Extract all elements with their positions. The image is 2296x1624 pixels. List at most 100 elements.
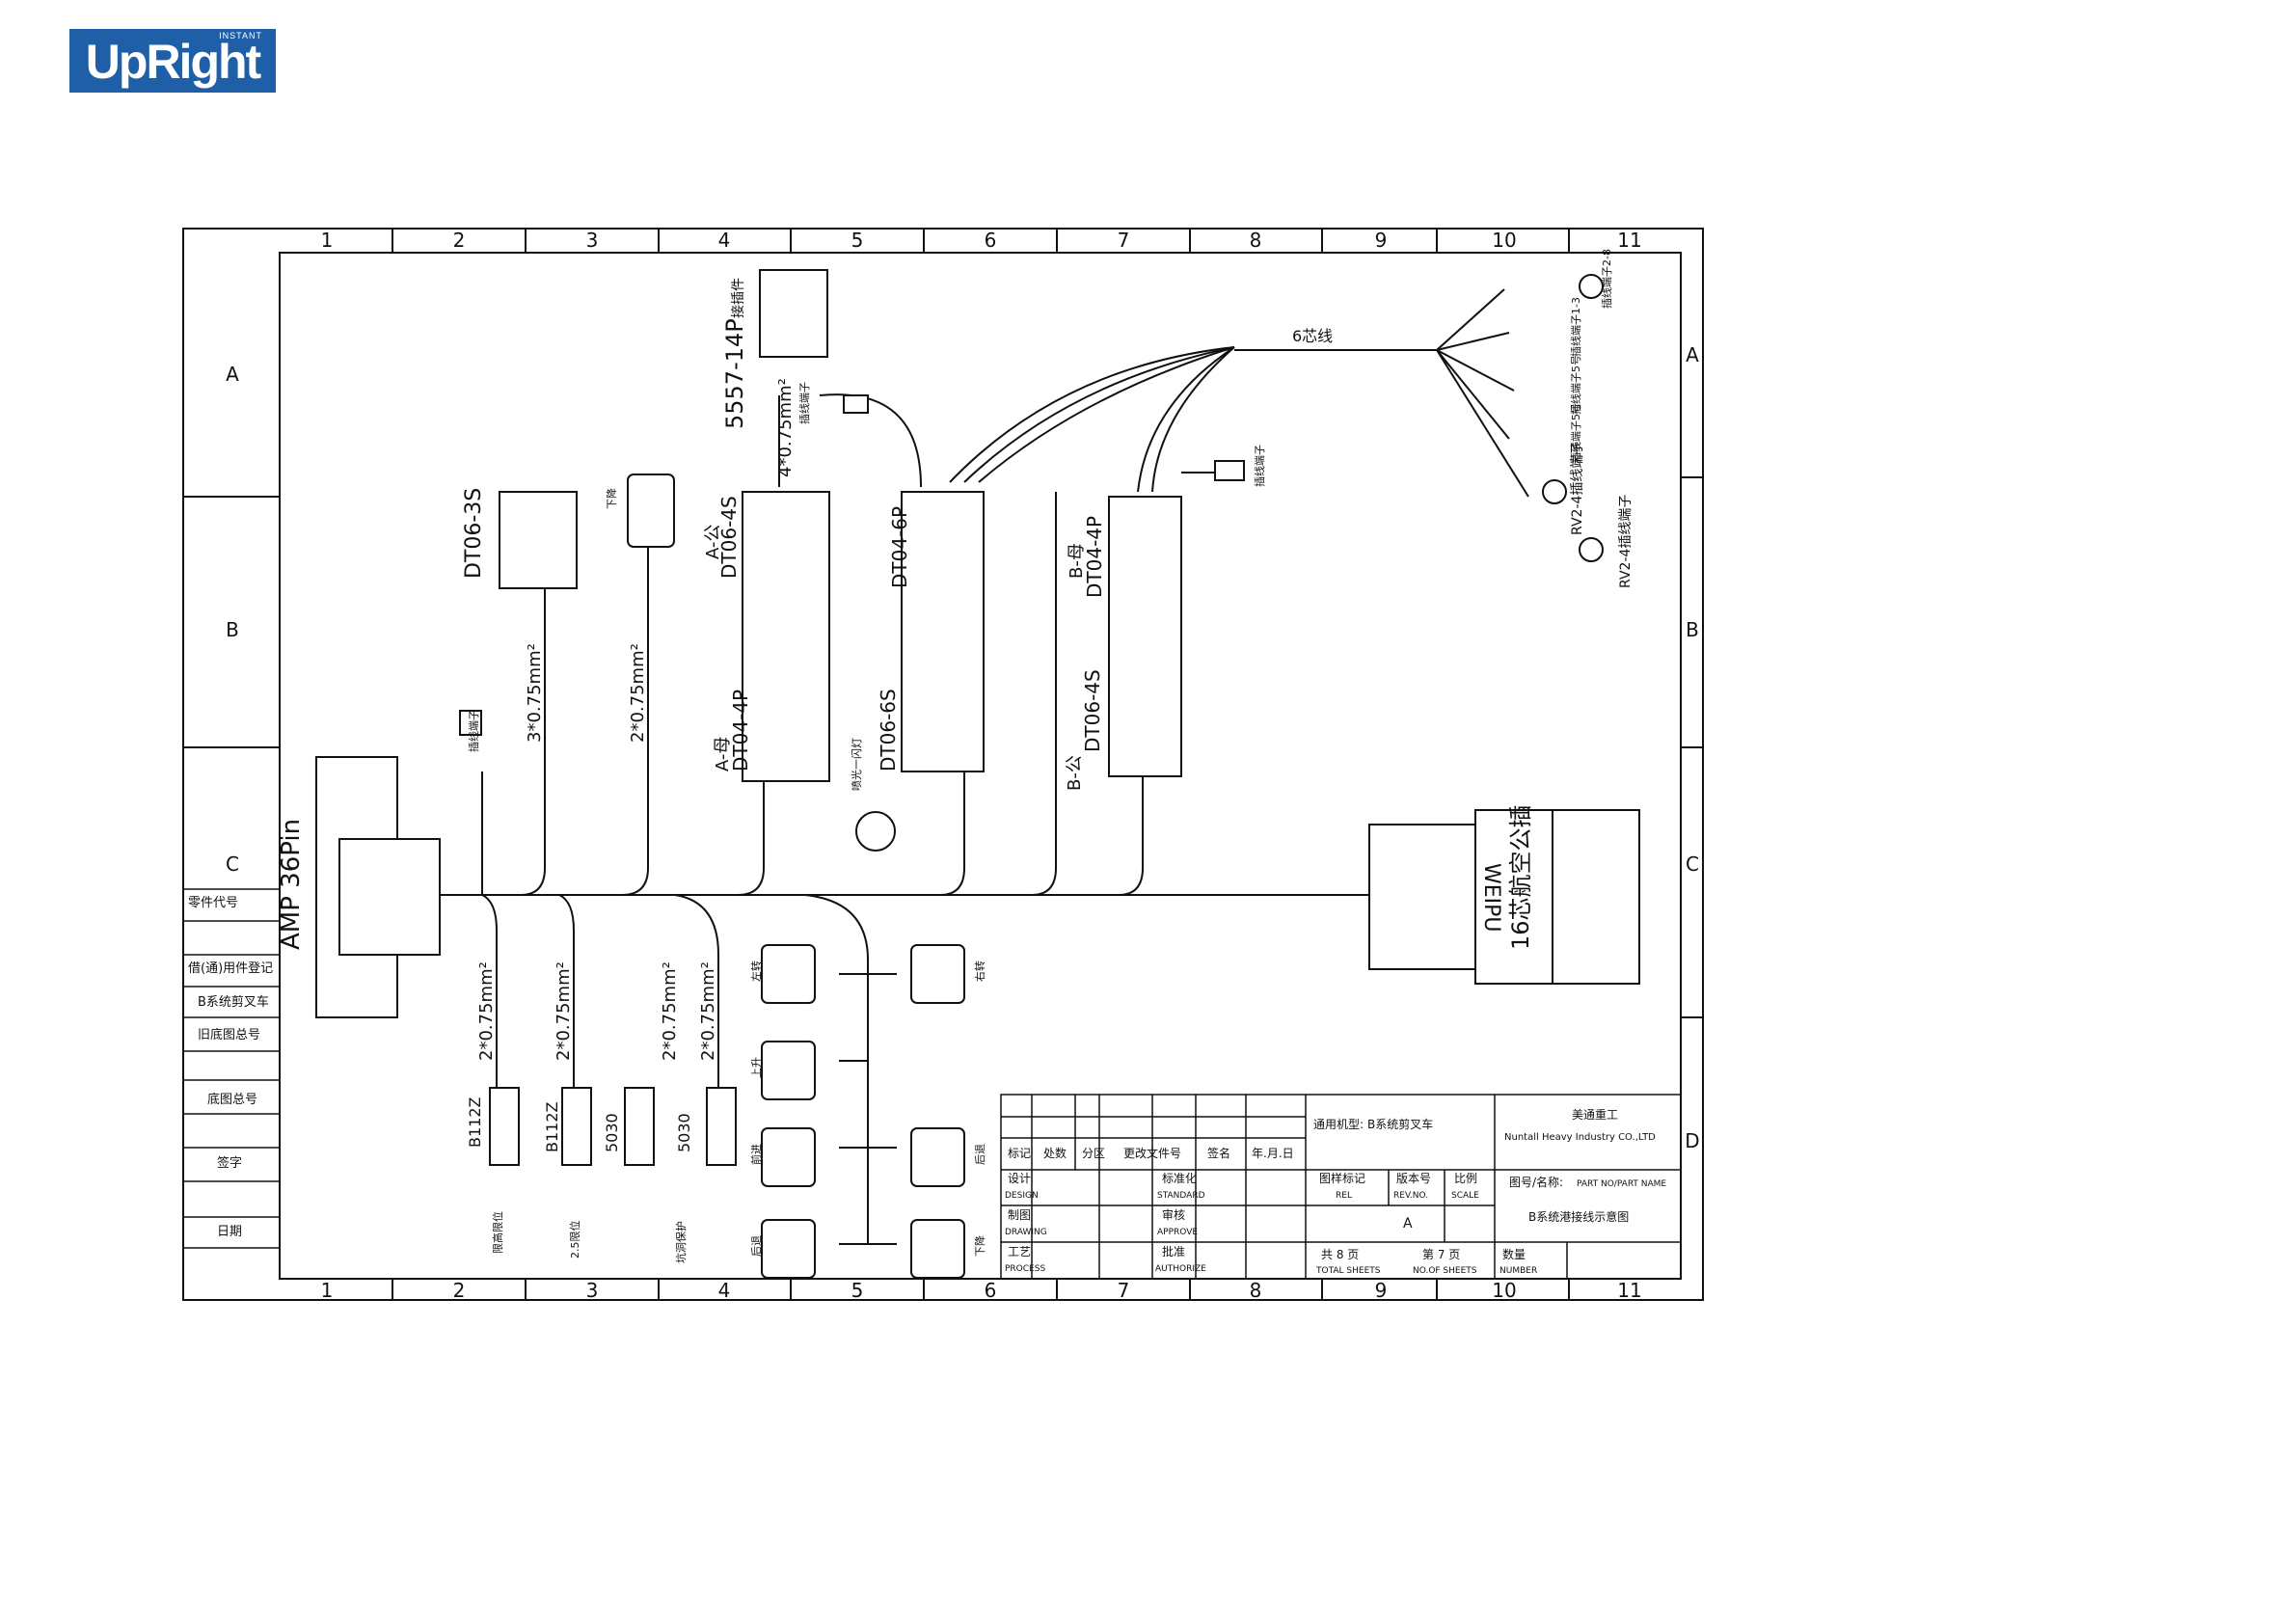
dt04-4p-b-label: DT04-4P	[1083, 516, 1106, 598]
connectors	[315, 269, 1640, 1279]
tb-standard: 标准化	[1162, 1172, 1197, 1185]
tb-part-en: PART NO/PART NAME	[1577, 1179, 1666, 1189]
col-label: 4	[718, 229, 731, 252]
dt04-4p-a-label: DT04-4P	[729, 690, 752, 771]
dt06-6s-label: DT06-6S	[877, 689, 900, 771]
wire-label: 3*0.75mm²	[525, 643, 545, 743]
terminal-b-label: 插线端子	[1253, 445, 1266, 487]
logo-wordmark: UpRight	[85, 35, 261, 89]
col-label: 9	[1375, 1279, 1388, 1302]
b-father-label: B-母	[1067, 543, 1087, 579]
tb-process: 工艺	[1008, 1245, 1031, 1259]
tb-authorize: 批准	[1162, 1244, 1185, 1259]
component-labels: AMP 36Pin DT06-3S 5557-14P 接插件 A-公 DT06-…	[277, 278, 1634, 1152]
dt06-4s-b-label: DT06-4S	[1081, 669, 1104, 752]
valve-label: 上升	[750, 1057, 763, 1078]
pothole-protect-label: 坑洞保护	[674, 1221, 688, 1263]
tb-zone: 分区	[1082, 1147, 1105, 1160]
tb-ref-en: REL	[1336, 1191, 1352, 1201]
wire-labels: 4*0.75mm² 3*0.75mm² 2*0.75mm² 2*0.75mm² …	[476, 378, 796, 1061]
wire-label: 2*0.75mm²	[660, 961, 680, 1061]
ring-terminal-label: 插线端子5号	[1569, 355, 1582, 415]
switch-5030-1-label: 5030	[603, 1113, 621, 1152]
tb-mark: 标记	[1008, 1147, 1031, 1160]
six-core-label: 6芯线	[1292, 327, 1333, 345]
col-label: 7	[1118, 1279, 1130, 1302]
wire-label: 4*0.75mm²	[775, 378, 796, 477]
col-label: 10	[1492, 229, 1516, 252]
a-mother-label: A-公	[703, 525, 723, 559]
wires	[439, 288, 1529, 1245]
col-label: 2	[453, 229, 466, 252]
tb-part-label: 图号/名称:	[1509, 1175, 1563, 1189]
ring-terminal-label: 插线端子2-8	[1600, 249, 1613, 309]
a-father-label: A-母	[713, 737, 733, 771]
col-label: 11	[1617, 1279, 1641, 1302]
tb-sheet: 第 7 页	[1422, 1248, 1460, 1261]
col-label: 1	[321, 1279, 334, 1302]
col-label: 2	[453, 1279, 466, 1302]
tb-count: 处数	[1043, 1146, 1067, 1160]
logo-tag: INSTANT	[219, 31, 262, 41]
wire-label: 2*0.75mm²	[698, 961, 718, 1061]
col-label: 9	[1375, 229, 1388, 252]
tb-scale-en: SCALE	[1451, 1191, 1479, 1201]
upright-logo: INSTANT UpRight	[69, 29, 276, 93]
tb-process-en: PROCESS	[1005, 1264, 1045, 1274]
limit-high-label: 限高限位	[491, 1211, 504, 1254]
limit-2-5-label: 2.5限位	[568, 1221, 581, 1259]
terminal-5557-label: 插线端子	[797, 382, 811, 424]
col-label: 8	[1250, 1279, 1262, 1302]
tb-company-cn: 美通重工	[1572, 1108, 1618, 1122]
row-label: C	[1686, 853, 1699, 876]
row-label: B	[226, 618, 239, 641]
wire-label: 2*0.75mm²	[554, 961, 574, 1061]
rv-terminal-2-label: RV2-4插线端子	[1618, 495, 1634, 588]
tb-date: 年.月.日	[1252, 1147, 1294, 1160]
tb-part-value: B系统港接线示意图	[1528, 1209, 1629, 1224]
ring-terminal-label: 插线端子1-3	[1569, 297, 1582, 357]
tb-drawing: 制图	[1008, 1208, 1031, 1222]
dt06-3s-label: DT06-3S	[462, 488, 486, 579]
row-label: C	[226, 853, 239, 876]
amp-connector-label: AMP 36Pin	[277, 819, 306, 950]
tb-approve: 审核	[1162, 1207, 1185, 1222]
col-label: 10	[1492, 1279, 1516, 1302]
col-label: 3	[586, 229, 599, 252]
wire-label: 2*0.75mm²	[628, 643, 648, 743]
tb-scale: 比例	[1454, 1172, 1477, 1185]
tb-machine-label: 通用机型:	[1313, 1118, 1364, 1131]
tb-ref: 图样标记	[1319, 1171, 1365, 1185]
tb-approve-en: APPROVE	[1157, 1228, 1198, 1237]
tb-rev-en: REV.NO.	[1393, 1191, 1428, 1201]
col-label: 5	[851, 229, 864, 252]
tb-sheet-en: NO.OF SHEETS	[1413, 1266, 1477, 1276]
left-strip-labels: 零件代号 借(通)用件登记 B系统剪叉车 旧底图总号 底图总号 签字 日期	[188, 896, 273, 1239]
valve-label: 下降	[973, 1235, 986, 1257]
strip-label: B系统剪叉车	[198, 994, 269, 1010]
column-labels-top: 1 2 3 4 5 6 7 8 9 10 11	[321, 229, 1642, 252]
col-label: 11	[1617, 229, 1641, 252]
row-label: A	[1686, 343, 1699, 366]
tb-doc: 更改文件号	[1123, 1146, 1181, 1160]
switch-5030-2-label: 5030	[675, 1113, 693, 1152]
dt04-6p-label: DT04-6P	[888, 506, 911, 588]
strip-label: 底图总号	[207, 1092, 257, 1107]
row-label: B	[1686, 618, 1699, 641]
switch-b112z-2-label: B112Z	[543, 1101, 561, 1152]
tb-qty-en: NUMBER	[1499, 1266, 1537, 1276]
tb-design-en: DESIGN	[1005, 1191, 1039, 1201]
strip-label: 借(通)用件登记	[188, 961, 273, 976]
flasher-label: 喷光一闪灯	[850, 738, 863, 791]
col-label: 3	[586, 1279, 599, 1302]
lower-label: 下降	[605, 488, 618, 509]
tb-drawing-en: DRAWING	[1005, 1228, 1047, 1237]
aviation-plug-label: 16芯航空公插	[1507, 804, 1534, 950]
tb-company-en: Nuntall Heavy Industry CO.,LTD	[1504, 1132, 1656, 1143]
title-block-text: 标记 处数 分区 更改文件号 签名 年.月.日 设计 DESIGN 标准化 ST…	[1005, 1108, 1666, 1276]
col-label: 6	[985, 229, 997, 252]
col-label: 8	[1250, 229, 1262, 252]
rv-terminal-1-label: RV2-4插线端子	[1570, 442, 1585, 535]
title-block	[1000, 1094, 1682, 1280]
ring-terminal-label: 插线端子5号	[1569, 403, 1582, 463]
